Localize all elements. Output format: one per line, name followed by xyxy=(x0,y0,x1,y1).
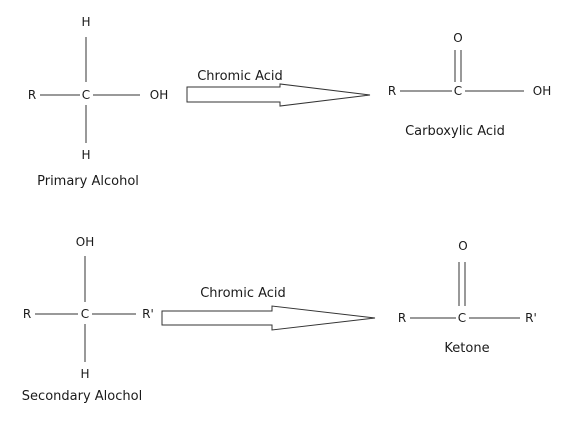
atom-oh-top: OH xyxy=(76,235,94,249)
reaction-arrow-1 xyxy=(186,83,371,107)
primary-alcohol-structure: H R C OH H xyxy=(28,15,168,162)
reagent-label-2: Chromic Acid xyxy=(200,286,286,301)
atom-r: R xyxy=(388,84,396,98)
atom-r: R xyxy=(28,88,36,102)
carboxylic-acid-label: Carboxylic Acid xyxy=(405,124,505,139)
atom-h-top: H xyxy=(81,15,90,29)
primary-alcohol-label: Primary Alcohol xyxy=(37,174,139,189)
ketone-label: Ketone xyxy=(444,341,489,356)
ketone-structure: O R C R' xyxy=(398,239,537,325)
atom-r: R xyxy=(23,307,31,321)
atom-h-bottom: H xyxy=(80,367,89,381)
reaction-2: OH R C R' H Secondary Alochol Chromic Ac… xyxy=(22,235,537,404)
secondary-alcohol-label: Secondary Alochol xyxy=(22,389,142,404)
atom-c: C xyxy=(82,88,90,102)
atom-oh: OH xyxy=(150,88,168,102)
atom-oh: OH xyxy=(533,84,551,98)
atom-o: O xyxy=(458,239,467,253)
reaction-1: H R C OH H Primary Alcohol Chromic Acid … xyxy=(28,15,551,189)
atom-h-bottom: H xyxy=(81,148,90,162)
reaction-arrow-2 xyxy=(161,305,376,331)
atom-r: R xyxy=(398,311,406,325)
atom-r-prime: R' xyxy=(142,307,154,321)
carboxylic-acid-structure: O R C OH xyxy=(388,31,551,98)
atom-r-prime: R' xyxy=(525,311,537,325)
atom-o: O xyxy=(453,31,462,45)
atom-c: C xyxy=(458,311,466,325)
reagent-label-1: Chromic Acid xyxy=(197,69,283,84)
atom-c: C xyxy=(454,84,462,98)
atom-c: C xyxy=(81,307,89,321)
secondary-alcohol-structure: OH R C R' H xyxy=(23,235,154,381)
